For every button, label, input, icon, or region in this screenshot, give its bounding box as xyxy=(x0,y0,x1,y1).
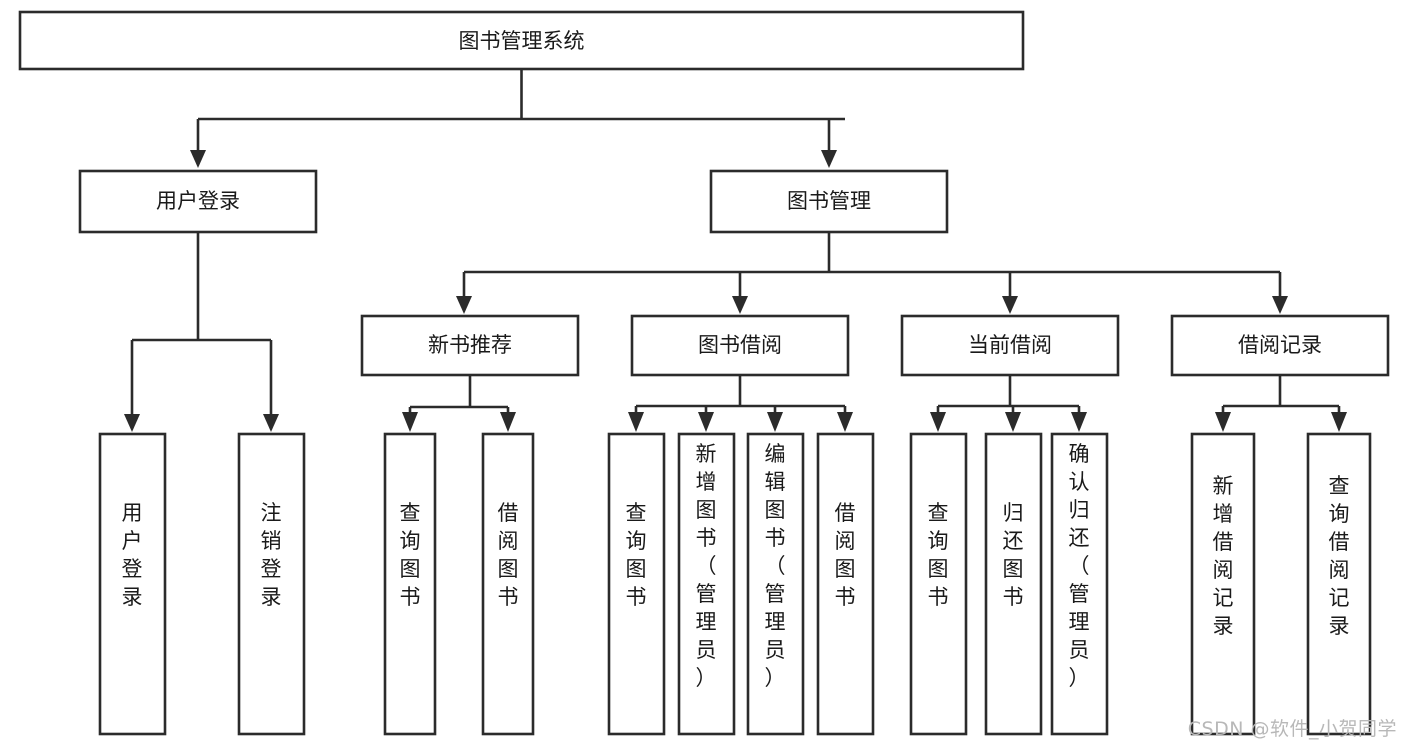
node-leaf-return-book-box[interactable] xyxy=(984,432,1043,736)
arrowhead-book-borrow-to-leaf2 xyxy=(698,412,714,432)
node-leaf-borrow-book-1-label: 借阅图书 xyxy=(498,501,519,609)
node-leaf-user-login-label: 用户登录 xyxy=(122,501,143,609)
arrowhead-new-book-to-leaf1 xyxy=(402,412,418,432)
node-leaf-return-book-label: 归还图书 xyxy=(1003,501,1024,609)
arrowhead-user-login-to-leaf2 xyxy=(263,414,279,432)
node-leaf-query-record[interactable]: 查询借阅记录 xyxy=(1306,432,1372,736)
node-root[interactable]: 图书管理系统 xyxy=(18,10,1025,71)
node-new-book-recommend-label: 新书推荐 xyxy=(428,333,512,357)
arrowhead-book-borrow-to-leaf4 xyxy=(837,412,853,432)
node-leaf-confirm-return[interactable]: 确认归还（管理员） xyxy=(1050,432,1109,736)
node-borrow-record[interactable]: 借阅记录 xyxy=(1170,314,1390,377)
arrowhead-book-borrow-to-leaf3 xyxy=(767,412,783,432)
node-new-book-recommend[interactable]: 新书推荐 xyxy=(360,314,580,377)
arrowhead-new-book-to-leaf2 xyxy=(500,412,516,432)
node-leaf-add-record-box[interactable] xyxy=(1190,432,1256,736)
node-book-manage-box[interactable] xyxy=(709,169,949,234)
arrowhead-root-to-user-login xyxy=(190,150,206,168)
node-leaf-confirm-return-box[interactable] xyxy=(1050,432,1109,736)
node-leaf-query-book-1-label: 查询图书 xyxy=(400,501,421,609)
node-book-borrow-box[interactable] xyxy=(630,314,850,377)
node-book-manage[interactable]: 图书管理 xyxy=(709,169,949,234)
node-leaf-query-book-3[interactable]: 查询图书 xyxy=(909,432,968,736)
arrowhead-book-borrow-to-leaf1 xyxy=(628,412,644,432)
node-current-borrow-box[interactable] xyxy=(900,314,1120,377)
node-leaf-logout-label: 注销登录 xyxy=(261,501,282,609)
node-borrow-record-label: 借阅记录 xyxy=(1238,333,1322,357)
arrowhead-borrow-record-to-leaf2 xyxy=(1331,412,1347,432)
node-leaf-edit-book-admin[interactable]: 编辑图书（管理员） xyxy=(746,432,805,736)
node-leaf-borrow-book-1-box[interactable] xyxy=(481,432,535,736)
arrowhead-book-manage-to-new-book xyxy=(456,296,472,314)
node-leaf-query-book-2[interactable]: 查询图书 xyxy=(607,432,666,736)
node-leaf-borrow-book-2[interactable]: 借阅图书 xyxy=(816,432,875,736)
node-user-login-label: 用户登录 xyxy=(156,189,240,213)
node-leaf-query-book-1-box[interactable] xyxy=(383,432,437,736)
node-book-borrow[interactable]: 图书借阅 xyxy=(630,314,850,377)
node-leaf-query-book-3-box[interactable] xyxy=(909,432,968,736)
node-leaf-edit-book-admin-label: 编辑图书（管理员） xyxy=(765,442,786,690)
node-book-manage-label: 图书管理 xyxy=(787,189,871,213)
arrowhead-book-manage-to-borrow-record xyxy=(1272,296,1288,314)
node-leaf-logout-box[interactable] xyxy=(237,432,306,736)
connector-layer xyxy=(124,69,1347,432)
arrowhead-book-manage-to-current-borrow xyxy=(1002,296,1018,314)
arrowhead-current-borrow-to-leaf2 xyxy=(1005,412,1021,432)
node-borrow-record-box[interactable] xyxy=(1170,314,1390,377)
arrowhead-book-manage-to-book-borrow xyxy=(732,296,748,314)
node-leaf-query-book-2-box[interactable] xyxy=(607,432,666,736)
node-leaf-borrow-book-1[interactable]: 借阅图书 xyxy=(481,432,535,736)
node-root-label: 图书管理系统 xyxy=(459,29,585,53)
node-current-borrow-label: 当前借阅 xyxy=(968,333,1052,357)
node-leaf-query-book-1[interactable]: 查询图书 xyxy=(383,432,437,736)
node-leaf-add-book-admin-box[interactable] xyxy=(677,432,736,736)
node-leaf-confirm-return-label: 确认归还（管理员） xyxy=(1069,442,1090,690)
arrowhead-current-borrow-to-leaf1 xyxy=(930,412,946,432)
arrowhead-current-borrow-to-leaf3 xyxy=(1071,412,1087,432)
node-leaf-borrow-book-2-box[interactable] xyxy=(816,432,875,736)
node-leaf-borrow-book-2-label: 借阅图书 xyxy=(835,501,856,609)
node-leaf-user-login[interactable]: 用户登录 xyxy=(98,432,167,736)
node-current-borrow[interactable]: 当前借阅 xyxy=(900,314,1120,377)
node-user-login[interactable]: 用户登录 xyxy=(78,169,318,234)
node-leaf-add-record-label: 新增借阅记录 xyxy=(1213,474,1234,638)
node-leaf-user-login-box[interactable] xyxy=(98,432,167,736)
node-leaf-add-record[interactable]: 新增借阅记录 xyxy=(1190,432,1256,736)
node-new-book-recommend-box[interactable] xyxy=(360,314,580,377)
arrowhead-user-login-to-leaf1 xyxy=(124,414,140,432)
node-leaf-return-book[interactable]: 归还图书 xyxy=(984,432,1043,736)
arrowhead-root-to-book-manage xyxy=(821,150,837,168)
node-leaf-add-book-admin-label: 新增图书（管理员） xyxy=(696,442,717,690)
node-leaf-logout[interactable]: 注销登录 xyxy=(237,432,306,736)
arrowhead-borrow-record-to-leaf1 xyxy=(1215,412,1231,432)
node-root-box[interactable] xyxy=(18,10,1025,71)
node-book-borrow-label: 图书借阅 xyxy=(698,333,782,357)
node-leaf-query-book-2-label: 查询图书 xyxy=(626,501,647,609)
node-leaf-query-book-3-label: 查询图书 xyxy=(928,501,949,609)
node-leaf-edit-book-admin-box[interactable] xyxy=(746,432,805,736)
node-leaf-query-record-label: 查询借阅记录 xyxy=(1329,474,1350,638)
node-user-login-box[interactable] xyxy=(78,169,318,234)
node-leaf-query-record-box[interactable] xyxy=(1306,432,1372,736)
node-leaf-add-book-admin[interactable]: 新增图书（管理员） xyxy=(677,432,736,736)
